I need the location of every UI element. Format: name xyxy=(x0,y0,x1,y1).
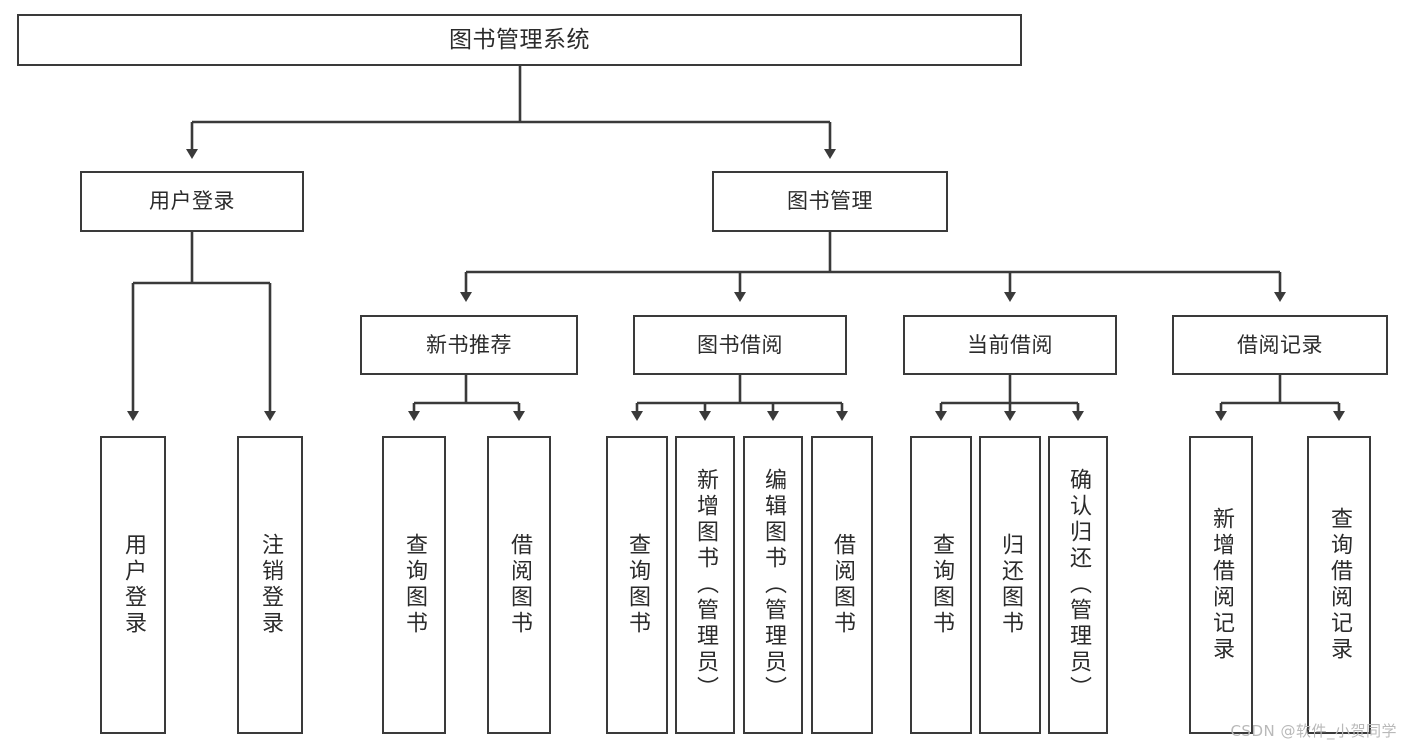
node-root-system[interactable]: 图书管理系统 xyxy=(17,14,1022,66)
node-book-borrow[interactable]: 图书借阅 xyxy=(633,315,847,375)
watermark: CSDN @软件_小贺同学 xyxy=(1230,722,1397,740)
node-label: 图书管理 xyxy=(787,189,873,214)
node-label: 借阅图书 xyxy=(507,533,532,637)
node-label: 借阅记录 xyxy=(1237,332,1323,357)
leaf-query-borrow-record[interactable]: 查询借阅记录 xyxy=(1307,436,1371,734)
node-label: 图书借阅 xyxy=(697,332,783,357)
leaf-confirm-return-admin[interactable]: 确认归还（管理员） xyxy=(1048,436,1108,734)
leaf-borrow-books-recommendation[interactable]: 借阅图书 xyxy=(487,436,551,734)
node-label: 归还图书 xyxy=(998,533,1023,637)
leaf-query-books-borrow[interactable]: 查询图书 xyxy=(606,436,668,734)
node-current-borrow[interactable]: 当前借阅 xyxy=(903,315,1117,375)
node-label: 新增图书（管理员） xyxy=(693,468,718,702)
node-label: 确认归还（管理员） xyxy=(1066,468,1091,702)
node-label: 查询图书 xyxy=(402,533,427,637)
node-new-book-recommendation[interactable]: 新书推荐 xyxy=(360,315,578,375)
node-label: 编辑图书（管理员） xyxy=(761,468,786,702)
leaf-add-borrow-record[interactable]: 新增借阅记录 xyxy=(1189,436,1253,734)
node-label: 新增借阅记录 xyxy=(1209,507,1234,663)
node-borrow-records[interactable]: 借阅记录 xyxy=(1172,315,1388,375)
leaf-logout[interactable]: 注销登录 xyxy=(237,436,303,734)
leaf-add-book-admin[interactable]: 新增图书（管理员） xyxy=(675,436,735,734)
leaf-return-books[interactable]: 归还图书 xyxy=(979,436,1041,734)
node-label: 借阅图书 xyxy=(830,533,855,637)
node-book-management[interactable]: 图书管理 xyxy=(712,171,948,232)
node-label: 图书管理系统 xyxy=(449,26,590,53)
node-user-login[interactable]: 用户登录 xyxy=(80,171,304,232)
leaf-user-login[interactable]: 用户登录 xyxy=(100,436,166,734)
leaf-borrow-books-borrow[interactable]: 借阅图书 xyxy=(811,436,873,734)
node-label: 查询借阅记录 xyxy=(1327,507,1352,663)
leaf-edit-book-admin[interactable]: 编辑图书（管理员） xyxy=(743,436,803,734)
node-label: 查询图书 xyxy=(929,533,954,637)
node-label: 注销登录 xyxy=(258,533,283,637)
node-label: 用户登录 xyxy=(149,189,235,214)
leaf-query-books-current[interactable]: 查询图书 xyxy=(910,436,972,734)
leaf-query-books-recommendation[interactable]: 查询图书 xyxy=(382,436,446,734)
node-label: 新书推荐 xyxy=(426,332,512,357)
node-label: 当前借阅 xyxy=(967,332,1053,357)
node-label: 查询图书 xyxy=(625,533,650,637)
node-label: 用户登录 xyxy=(121,533,146,637)
